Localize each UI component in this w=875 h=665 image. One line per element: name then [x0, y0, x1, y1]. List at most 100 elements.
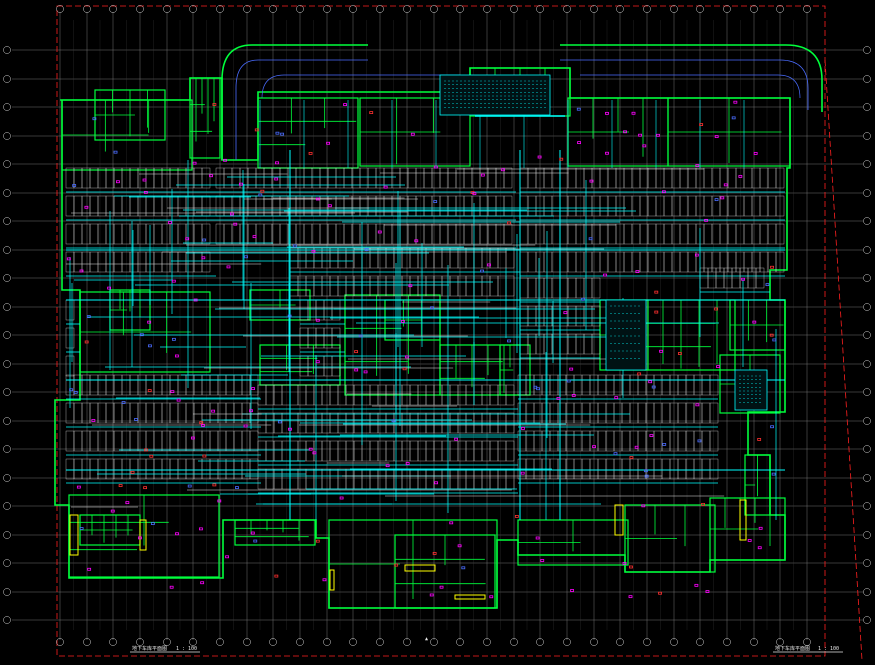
- equipment-tag: [312, 451, 317, 455]
- equipment-tag: [121, 401, 126, 404]
- equipment-tag: [150, 522, 155, 525]
- axis-bubble-bottom: [456, 638, 464, 646]
- equipment-tag: [66, 257, 71, 261]
- equipment-tag: [741, 277, 745, 281]
- equipment-tag: [432, 552, 437, 555]
- axis-bubble-top: [563, 5, 571, 13]
- equipment-tag: [747, 539, 752, 542]
- equipment-tag: [772, 338, 777, 342]
- equipment-tag: [638, 133, 642, 137]
- equipment-tag: [731, 116, 736, 120]
- axis-bubble-left: [3, 445, 11, 453]
- equipment-tag: [514, 515, 519, 518]
- axis-bubble-right: [863, 388, 871, 396]
- axis-bubble-left: [3, 388, 11, 396]
- annotation-marks: [66, 74, 843, 653]
- equipment-tag: [642, 144, 647, 148]
- equipment-tag: [249, 409, 253, 413]
- equipment-tag: [704, 218, 708, 222]
- axis-bubble-left: [3, 588, 11, 596]
- equipment-tag: [637, 372, 642, 376]
- north-mark: ▲: [425, 636, 428, 642]
- sheet-border-dashed: [56, 5, 826, 657]
- equipment-tag: [449, 521, 454, 525]
- axis-bubble-top: [670, 5, 678, 13]
- axis-bubble-bottom: [696, 638, 704, 646]
- axis-bubble-top: [376, 5, 384, 13]
- equipment-tag: [225, 555, 229, 559]
- equipment-tag: [363, 370, 368, 374]
- ramp-inner-curve: [235, 59, 809, 160]
- equipment-tag: [401, 320, 405, 323]
- axis-bubble-bottom: [243, 638, 251, 646]
- parking-stall: [591, 305, 601, 327]
- equipment-tag: [143, 486, 148, 490]
- axis-bubble-top: [483, 5, 491, 13]
- equipment-tag: [244, 255, 248, 259]
- axis-bubble-left: [3, 160, 11, 168]
- axis-bubble-bottom: [216, 638, 224, 646]
- equipment-tag: [570, 589, 574, 592]
- equipment-tag: [275, 131, 280, 135]
- equipment-tag: [430, 306, 434, 310]
- equipment-tag: [308, 447, 313, 451]
- axis-bubble-bottom: [403, 638, 411, 646]
- equipment-tag: [140, 333, 144, 337]
- axis-bubble-bottom: [56, 638, 64, 646]
- axis-bubble-top: [510, 5, 518, 13]
- equipment-tag: [581, 297, 585, 301]
- axis-bubble-top: [643, 5, 651, 13]
- axis-bubble-bottom: [109, 638, 117, 646]
- axis-bubble-top: [296, 5, 304, 13]
- title-left: 地下车库平面图: [132, 645, 167, 652]
- equipment-tag: [757, 546, 762, 550]
- equipment-tag: [649, 434, 654, 437]
- axis-bubble-top: [750, 5, 758, 13]
- parking-stall: [505, 440, 515, 462]
- axis-bubble-left: [3, 559, 11, 567]
- axis-bubble-left: [3, 274, 11, 282]
- equipment-tag: [414, 239, 419, 243]
- equipment-tag: [149, 454, 154, 458]
- equipment-tag: [603, 273, 607, 277]
- axis-bubble-right: [863, 46, 871, 54]
- equipment-tag: [521, 427, 525, 430]
- axis-bubble-top: [430, 5, 438, 13]
- equipment-tag: [408, 284, 413, 288]
- axis-bubble-top: [109, 5, 117, 13]
- axis-bubble-top: [723, 5, 731, 13]
- equipment-tag: [287, 314, 292, 318]
- axis-bubble-left: [3, 531, 11, 539]
- equipment-tag: [202, 238, 207, 242]
- equipment-tag: [631, 111, 636, 115]
- equipment-tag: [169, 585, 174, 589]
- equipment-tag: [201, 256, 206, 260]
- equipment-tag: [588, 237, 593, 241]
- axis-bubble-bottom: [536, 638, 544, 646]
- drawing-border: [56, 5, 863, 661]
- yellow-stair-mark: [614, 504, 624, 536]
- equipment-tag: [563, 311, 568, 315]
- equipment-tag: [230, 212, 234, 216]
- axis-bubble-right: [863, 132, 871, 140]
- axis-bubble-right: [863, 445, 871, 453]
- axis-bubble-left: [3, 217, 11, 225]
- equipment-tag: [507, 221, 511, 225]
- equipment-tag: [644, 474, 649, 478]
- equipment-tag: [402, 367, 407, 371]
- equipment-tag: [84, 205, 89, 209]
- equipment-tag: [217, 499, 222, 503]
- axis-bubble-right: [863, 588, 871, 596]
- axis-bubble-bottom: [670, 638, 678, 646]
- equipment-tag: [501, 168, 505, 172]
- equipment-tag: [391, 419, 396, 423]
- equipment-tag: [116, 180, 120, 184]
- axis-bubble-top: [349, 5, 357, 13]
- equipment-tag: [720, 196, 725, 200]
- equipment-room: [734, 369, 768, 411]
- parking-stall: [775, 223, 785, 245]
- axis-bubble-top: [616, 5, 624, 13]
- equipment-tag: [113, 150, 118, 154]
- axis-bubble-right: [863, 559, 871, 567]
